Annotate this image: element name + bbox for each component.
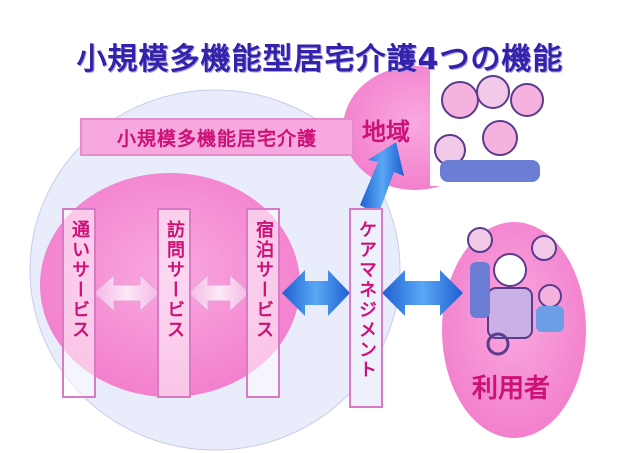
care-management-label: ケアマネジメント — [356, 220, 377, 380]
service-box-stay: 宿泊サービス — [246, 208, 280, 398]
arrow-care-to-user — [382, 270, 463, 316]
service-label-visit: 訪問サービス — [164, 220, 185, 340]
service-box-day: 通いサービス — [62, 208, 96, 398]
service-box-visit: 訪問サービス — [157, 208, 191, 398]
page-title: 小規模多機能型居宅介護4つの機能 — [76, 42, 564, 77]
care-management-box: ケアマネジメント — [349, 208, 383, 408]
region-label: 地域 — [362, 118, 410, 146]
user-label: 利用者 — [472, 374, 551, 404]
arrow-stay-to-care — [282, 270, 350, 316]
service-label-day: 通いサービス — [69, 220, 90, 340]
region-people-illustration — [430, 68, 555, 186]
inner-title: 小規模多機能居宅介護 — [80, 118, 354, 156]
service-label-stay: 宿泊サービス — [253, 220, 274, 340]
user-people-illustration — [467, 227, 564, 356]
arrow-care-to-region — [360, 142, 404, 215]
